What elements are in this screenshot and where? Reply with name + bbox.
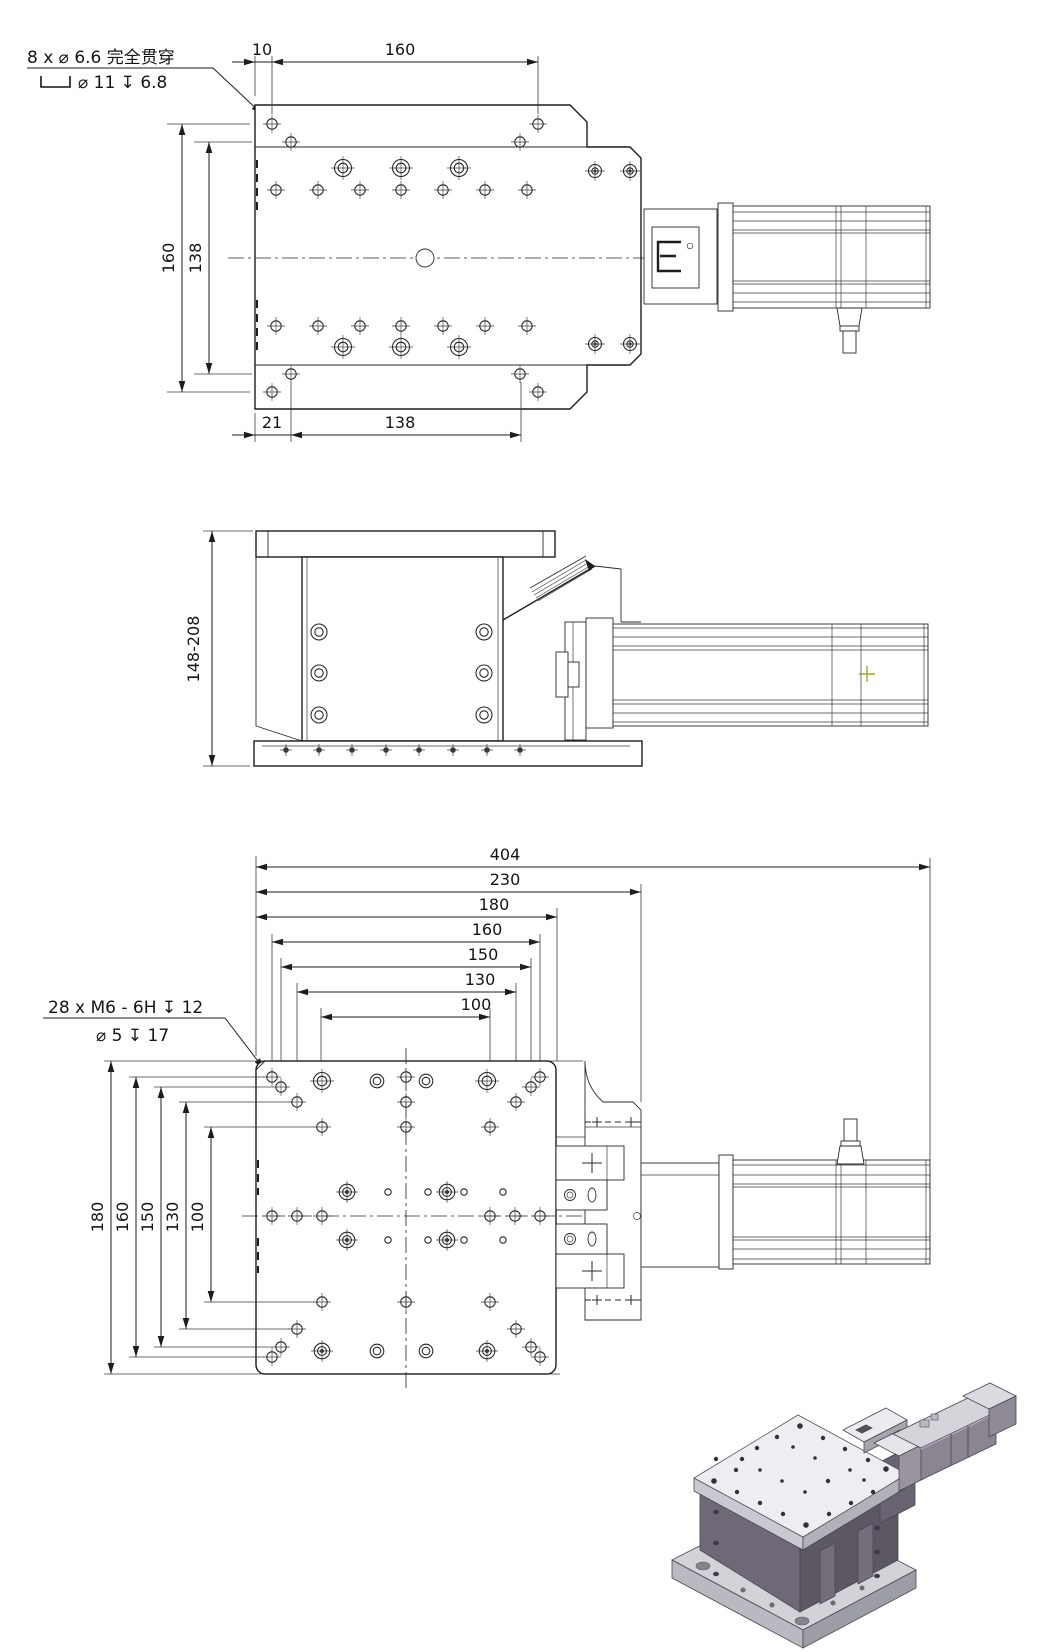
dim-100-left: 100 <box>188 1202 207 1233</box>
motor-bracket-top-view <box>643 202 931 354</box>
bottom-view-left-dimensions: 180 160 150 130 100 <box>88 1060 583 1375</box>
bottom-view: 404 230 180 160 150 130 100 28 x M6 - 6H… <box>43 845 931 1390</box>
dim-138-bottom: 138 <box>385 413 416 432</box>
front-view-dimensions: 148-208 <box>184 530 253 767</box>
counterbore-icon <box>40 76 71 88</box>
dim-10: 10 <box>252 40 272 59</box>
leader-line <box>212 67 263 115</box>
dim-180-top: 180 <box>479 895 510 914</box>
dim-230: 230 <box>490 870 521 889</box>
dim-130-top: 130 <box>465 970 496 989</box>
motor-3d <box>873 1382 1017 1492</box>
dim-150-top: 150 <box>468 945 499 964</box>
top-plate-3d <box>693 1414 908 1538</box>
dim-150-left: 150 <box>138 1202 157 1233</box>
top-view-dimensions: 10 160 160 138 21 138 <box>159 40 539 442</box>
motor-fins <box>733 206 930 308</box>
bottom-view-top-dimensions: 404 230 180 160 150 130 100 <box>255 845 931 1160</box>
front-view: 148-208 <box>184 530 929 767</box>
wedge-ramp <box>502 555 641 623</box>
dim-160-left: 160 <box>159 243 178 274</box>
top-plate-holes-3d <box>711 1423 889 1528</box>
counterbore-callout-line1: 8 x ⌀ 6.6 完全贯穿 <box>27 48 175 68</box>
motor-bracket-bottom-view <box>555 1060 931 1321</box>
dim-21: 21 <box>262 413 282 432</box>
dim-180-left: 180 <box>88 1202 107 1233</box>
dim-138-left: 138 <box>186 243 205 274</box>
dim-404: 404 <box>490 845 521 864</box>
dim-130-left: 130 <box>163 1202 182 1233</box>
motor-side-view <box>555 617 929 741</box>
dim-160-top: 160 <box>472 920 503 939</box>
thread-callout-line1: 28 x M6 - 6H ↧ 12 <box>48 998 203 1018</box>
isometric-render <box>671 1382 1017 1649</box>
alignment-cross-icon <box>859 666 875 682</box>
motor-end-cap-3d <box>988 1395 1017 1438</box>
motor-connector-bottom-view <box>836 1118 865 1165</box>
dim-160-left: 160 <box>113 1202 132 1233</box>
motor-connector-top-view <box>836 307 863 354</box>
top-view: 8 x ⌀ 6.6 完全贯穿 ⌀ 11 ↧ 6.8 <box>27 40 931 442</box>
dim-160-top: 160 <box>385 40 416 59</box>
base-plate-front <box>253 740 643 767</box>
counterbore-callout-line2: ⌀ 11 ↧ 6.8 <box>78 73 167 93</box>
dim-height-range: 148-208 <box>184 616 203 683</box>
dim-100-top: 100 <box>461 995 492 1014</box>
thread-callout-line2: ⌀ 5 ↧ 17 <box>96 1026 169 1046</box>
leader-line <box>224 1017 265 1070</box>
base-right-face <box>802 1569 917 1649</box>
